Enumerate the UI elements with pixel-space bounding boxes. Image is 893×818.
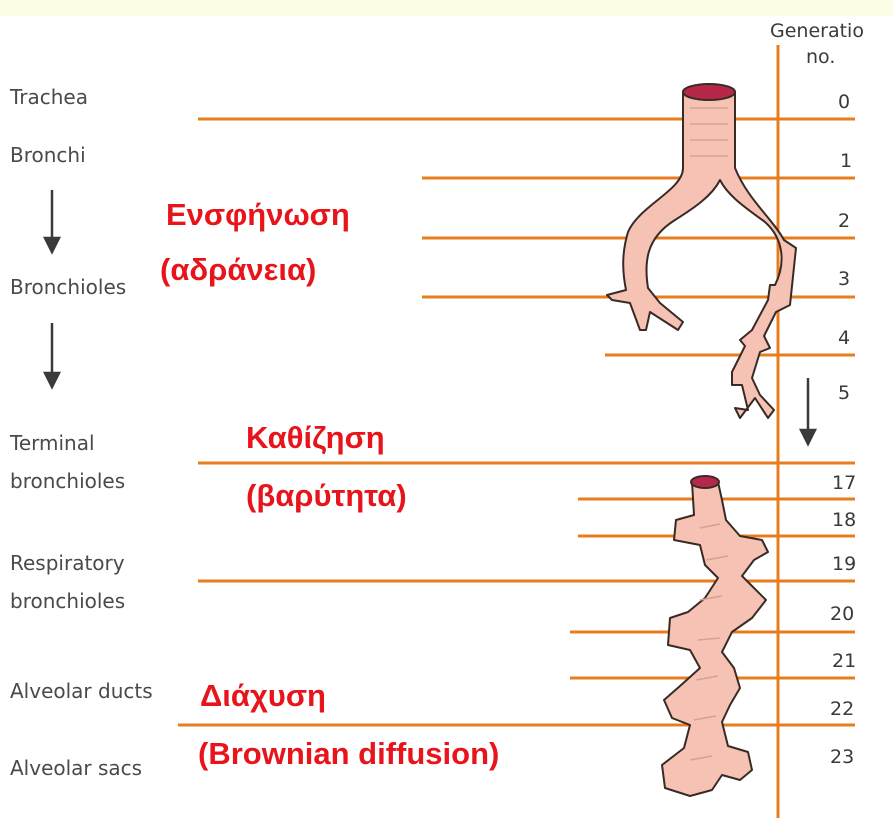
generation-number: 20 bbox=[830, 603, 854, 625]
generation-number: 1 bbox=[840, 150, 852, 172]
label-terminal-bronchioles-line2: bronchioles bbox=[10, 468, 125, 494]
label-respiratory-bronchioles-line2: bronchioles bbox=[10, 588, 125, 614]
bronchial-tree-illustration bbox=[607, 84, 796, 418]
generation-number: 19 bbox=[832, 553, 856, 575]
generation-number: 21 bbox=[832, 650, 856, 672]
generation-number: 3 bbox=[838, 268, 850, 290]
down-arrow-icon bbox=[801, 378, 815, 444]
generation-number: 17 bbox=[832, 472, 856, 494]
generation-number: 0 bbox=[838, 91, 850, 113]
down-arrow-icon bbox=[45, 190, 59, 252]
label-bronchi: Bronchi bbox=[10, 142, 86, 168]
down-arrow-icon bbox=[45, 323, 59, 387]
label-trachea: Trachea bbox=[10, 84, 88, 110]
generation-header-line2: no. bbox=[806, 46, 835, 68]
generation-number: 2 bbox=[838, 210, 850, 232]
label-alveolar-ducts: Alveolar ducts bbox=[10, 678, 153, 704]
annotation-impaction-title: Ενσφήνωση bbox=[166, 197, 350, 233]
annotation-sedimentation-title: Καθίζηση bbox=[246, 420, 385, 456]
generation-number: 4 bbox=[838, 327, 850, 349]
label-bronchioles: Bronchioles bbox=[10, 274, 126, 300]
annotation-diffusion-title: Διάχυση bbox=[200, 678, 326, 714]
generation-number: 5 bbox=[838, 382, 850, 404]
generation-header-line1: Generatio bbox=[770, 20, 864, 42]
generation-number: 23 bbox=[830, 746, 854, 768]
label-respiratory-bronchioles-line1: Respiratory bbox=[10, 550, 125, 576]
annotation-diffusion-subtitle: (Brownian diffusion) bbox=[198, 736, 499, 772]
label-alveolar-sacs: Alveolar sacs bbox=[10, 755, 142, 781]
annotation-sedimentation-subtitle: (βαρύτητα) bbox=[246, 478, 407, 514]
alveolar-tree-illustration bbox=[662, 476, 768, 796]
generation-number: 22 bbox=[830, 698, 854, 720]
annotation-impaction-subtitle: (αδράνεια) bbox=[160, 252, 316, 288]
generation-number: 18 bbox=[832, 509, 856, 531]
label-terminal-bronchioles-line1: Terminal bbox=[10, 430, 95, 456]
